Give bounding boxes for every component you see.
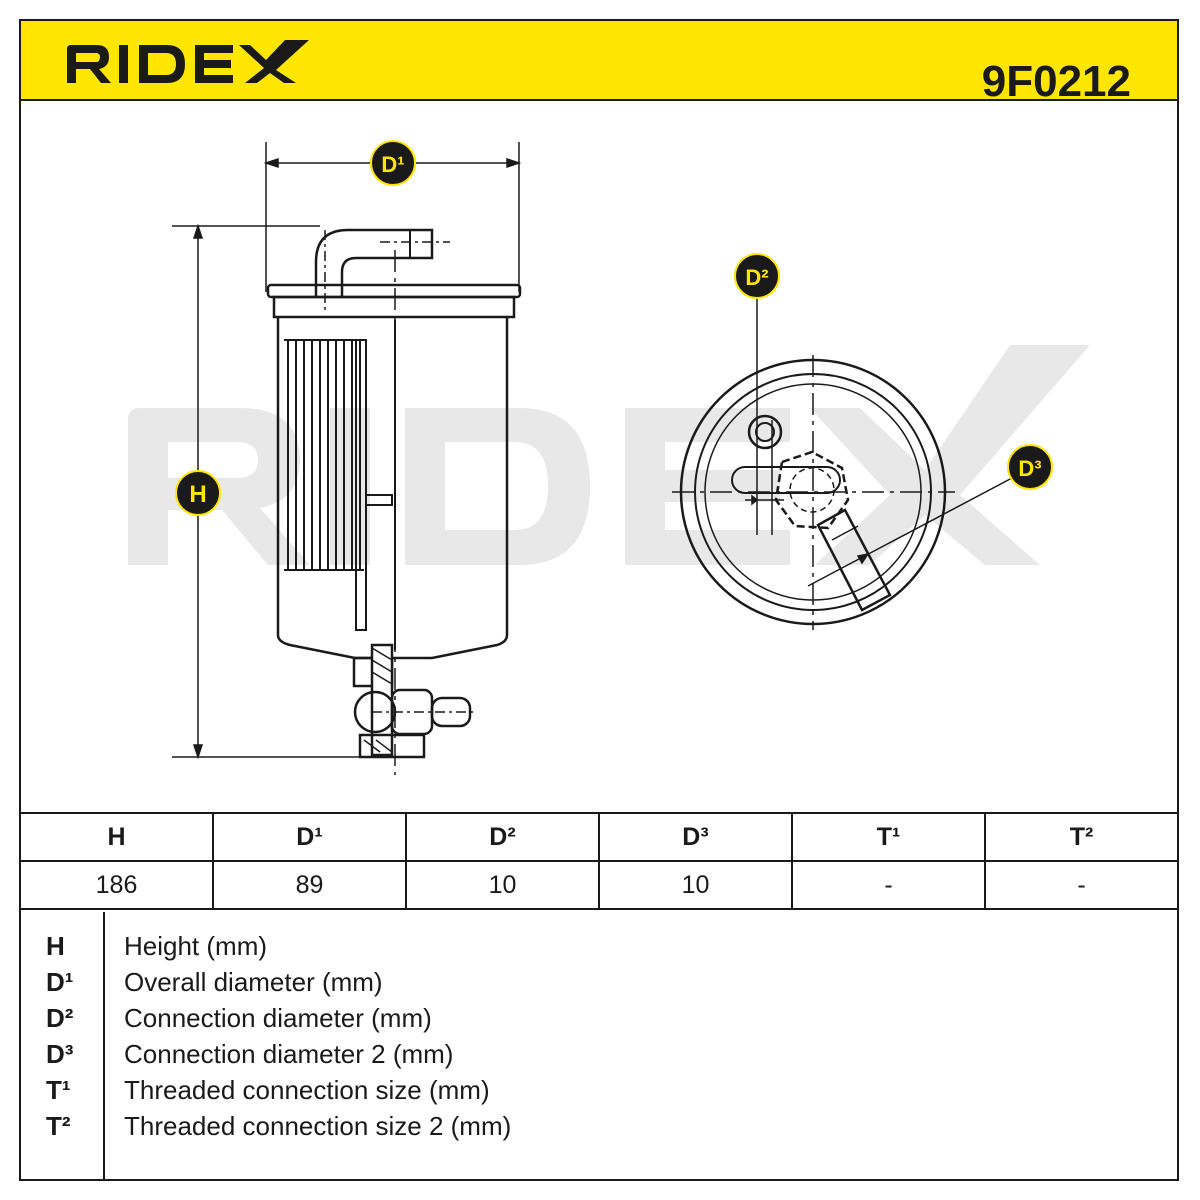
legend-description: Connection diameter 2 (mm) [124, 1039, 454, 1069]
legend-item: H Height (mm) [21, 928, 1177, 964]
d1-label: D¹ [381, 152, 404, 177]
legend-symbol: D¹ [46, 967, 74, 997]
spec-header-d1: D¹ [212, 812, 407, 862]
legend-item: D¹ Overall diameter (mm) [21, 964, 1177, 1000]
legend-description: Connection diameter (mm) [124, 1003, 432, 1033]
d3-label-bubble: D³ [1007, 444, 1053, 490]
spec-header-t1: T¹ [791, 812, 986, 862]
part-number: 9F0212 [981, 57, 1131, 106]
legend-description: Height (mm) [124, 931, 268, 961]
legend-symbol: T² [46, 1111, 71, 1141]
legend-item: D³ Connection diameter 2 (mm) [21, 1036, 1177, 1072]
d1-label-bubble: D¹ [370, 140, 416, 186]
spec-header-d3: D³ [598, 812, 793, 862]
d2-label-bubble: D² [734, 253, 780, 299]
filter-side-view [266, 228, 522, 759]
legend-description: Threaded connection size 2 (mm) [124, 1111, 512, 1141]
spec-value-height: 186 [19, 860, 214, 910]
legend-description: Threaded connection size (mm) [124, 1075, 490, 1105]
spec-value-t1: - [791, 860, 986, 910]
legend-divider [103, 912, 105, 1179]
spec-value-d3: 10 [598, 860, 793, 910]
legend-symbol: T¹ [46, 1075, 71, 1105]
spec-header-t2: T² [984, 812, 1179, 862]
spec-header-d2: D² [405, 812, 600, 862]
ridex-watermark [128, 345, 1090, 565]
legend-item: T² Threaded connection size 2 (mm) [21, 1108, 1177, 1144]
height-label-bubble: H [175, 470, 221, 516]
page-frame [19, 19, 1179, 1181]
d3-label: D³ [1018, 456, 1041, 481]
header-bar: 9F0212 [21, 21, 1177, 106]
legend-symbol: D³ [46, 1039, 74, 1069]
technical-drawing: H D¹ D² D³ [128, 140, 1090, 775]
spec-value-d2: 10 [405, 860, 600, 910]
side-view-center-lines [324, 230, 475, 775]
spec-table: H D¹ D² D³ T¹ T² 186 89 10 10 - - [19, 812, 1179, 910]
connection-diameter-dimension [745, 298, 784, 535]
connection-diameter-2-dimension [807, 477, 1013, 587]
spec-header-height: H [19, 812, 214, 862]
legend-symbol: D² [46, 1003, 74, 1033]
spec-value-d1: 89 [212, 860, 407, 910]
legend-symbol: H [46, 931, 65, 961]
spec-value-t2: - [984, 860, 1179, 910]
legend-item: D² Connection diameter (mm) [21, 1000, 1177, 1036]
spec-value-row: 186 89 10 10 - - [19, 860, 1179, 910]
legend-item: T¹ Threaded connection size (mm) [21, 1072, 1177, 1108]
height-label: H [189, 481, 206, 508]
ridex-logo [67, 40, 309, 83]
legend: H Height (mm) D¹ Overall diameter (mm) D… [21, 912, 1177, 1179]
legend-description: Overall diameter (mm) [124, 967, 383, 997]
spec-header-row: H D¹ D² D³ T¹ T² [19, 812, 1179, 862]
d2-label: D² [745, 265, 768, 290]
